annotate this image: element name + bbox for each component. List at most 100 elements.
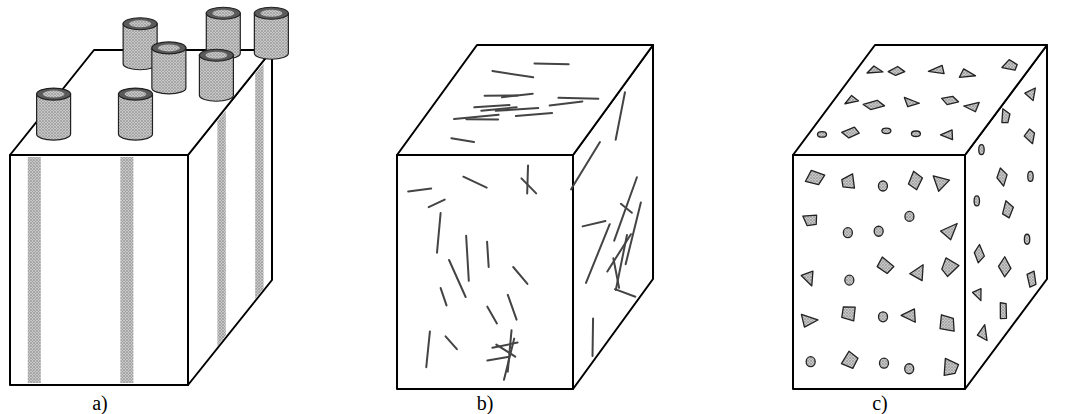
short-fiber: [487, 307, 497, 324]
front-face: [397, 155, 573, 389]
particle: [803, 215, 817, 226]
short-fiber: [451, 138, 474, 142]
particle: [843, 228, 852, 238]
short-fiber: [526, 166, 529, 194]
short-fiber: [626, 202, 641, 264]
short-fiber: [429, 200, 445, 207]
particle: [1002, 109, 1010, 123]
panel-label: b): [477, 393, 494, 413]
particle: [805, 170, 824, 184]
short-fiber: [586, 224, 610, 283]
short-fiber: [592, 319, 595, 356]
particle: [841, 351, 858, 368]
particle: [997, 168, 1007, 186]
particle: [1024, 234, 1029, 244]
particle: [863, 100, 884, 109]
particle: [880, 358, 889, 368]
particle: [904, 97, 919, 106]
fiber-end: [254, 7, 288, 59]
particle: [942, 258, 959, 277]
fiber-end: [152, 42, 186, 94]
particle: [908, 171, 922, 190]
short-fiber: [474, 105, 509, 107]
particle: [801, 271, 813, 286]
fiber: [120, 157, 133, 383]
particle: [998, 257, 1010, 277]
particle: [842, 127, 860, 138]
short-fiber: [550, 101, 583, 105]
particle: [842, 307, 855, 321]
short-fiber: [508, 295, 517, 320]
front-face: [793, 155, 965, 389]
short-fiber: [441, 288, 447, 305]
particle: [977, 325, 987, 341]
fiber: [28, 157, 41, 383]
particle: [964, 102, 979, 111]
top-face: [793, 45, 1047, 155]
panel-label: a): [92, 393, 108, 413]
particle: [1025, 88, 1035, 101]
particle: [818, 132, 827, 138]
particle: [842, 174, 855, 188]
particle-cube: [793, 45, 1047, 389]
particle: [874, 226, 883, 236]
fiber-end: [118, 88, 152, 140]
short-fiber: [516, 113, 552, 116]
fiber-end: [199, 49, 233, 101]
top-face: [397, 45, 653, 155]
particle: [879, 312, 888, 322]
particle: [944, 358, 958, 375]
short-fiber: [492, 71, 533, 77]
particle: [1002, 60, 1017, 71]
particle: [888, 66, 905, 75]
particle: [911, 131, 920, 137]
particle: [942, 96, 959, 104]
short-fiber: [583, 221, 606, 226]
short-fiber: [449, 260, 466, 297]
particle: [1000, 303, 1006, 319]
short-fiber: [616, 92, 625, 140]
short-fiber: [521, 178, 536, 193]
particle: [1024, 129, 1034, 144]
particle: [901, 309, 915, 322]
short-fiber: [502, 94, 533, 97]
short-fiber: [466, 236, 469, 281]
particle: [1028, 171, 1033, 181]
particle: [933, 176, 949, 191]
particle: [973, 289, 981, 301]
short-fiber: [508, 330, 512, 371]
fiber-cube: [10, 7, 288, 385]
front-face: [10, 155, 188, 385]
short-fiber: [558, 98, 598, 99]
short-fiber: [437, 213, 441, 253]
particle: [1027, 271, 1036, 287]
short-fiber: [408, 189, 431, 192]
short-fiber: [463, 177, 486, 188]
short-fiber: [487, 357, 507, 360]
particle: [910, 265, 923, 281]
particle: [974, 244, 984, 262]
particle: [974, 196, 979, 206]
fiber: [255, 64, 263, 300]
particle: [941, 130, 953, 140]
short-fiber: [466, 118, 498, 120]
fiber: [217, 111, 225, 347]
particle: [806, 357, 815, 367]
particle: [959, 69, 975, 77]
short-fiber: [454, 115, 499, 119]
short-fiber: [607, 234, 631, 271]
particle: [878, 181, 887, 191]
short-fiber: [492, 343, 517, 348]
particle: [882, 128, 891, 134]
particle: [905, 364, 914, 374]
particle: [845, 275, 854, 285]
particle: [928, 65, 944, 73]
particle: [867, 66, 883, 73]
particle: [801, 314, 817, 327]
short-fiber: [621, 204, 632, 213]
particle: [845, 95, 859, 103]
short-fiber: [615, 289, 635, 297]
short-fiber: [571, 142, 600, 189]
particle: [979, 145, 984, 155]
